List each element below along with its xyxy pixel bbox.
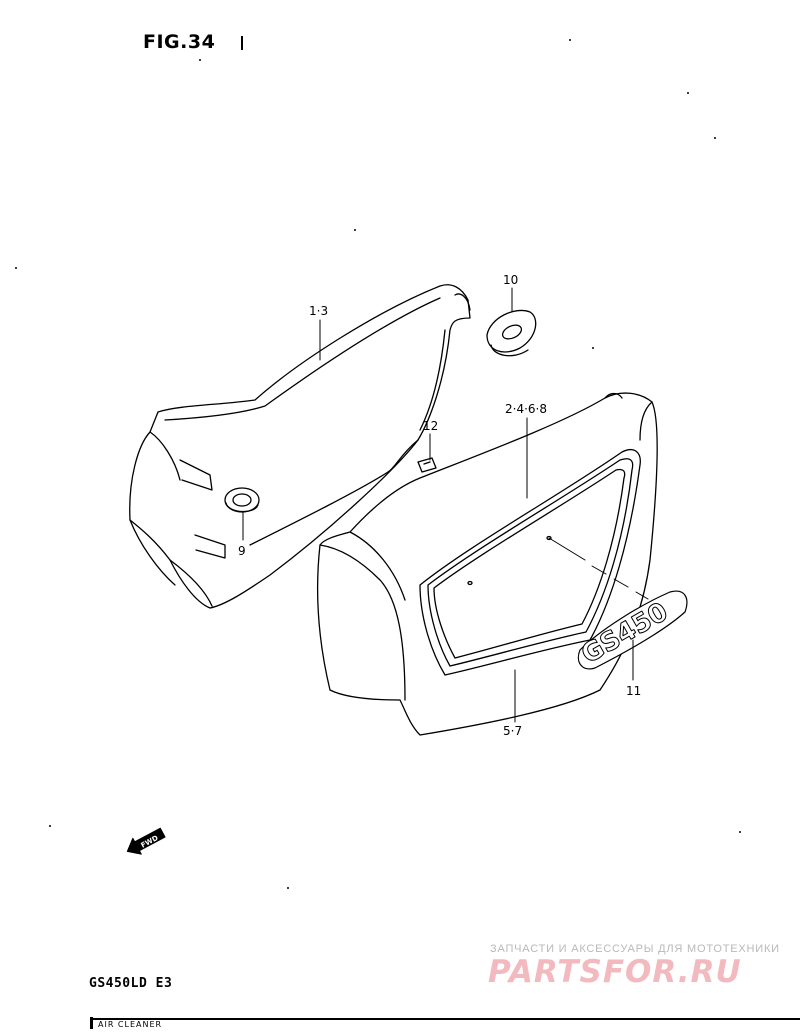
callout-12: 12 [423,419,438,433]
watermark-tagline: ЗАПЧАСТИ И АКСЕССУАРЫ ДЛЯ МОТОТЕХНИКИ [490,943,780,955]
leader-lines [242,287,649,723]
figure-title: FIG.34 [143,31,216,53]
strip-text: AIR CLEANER [98,1020,163,1029]
callout-10: 10 [503,273,518,287]
grommet-9[interactable] [224,487,260,513]
callout-11: 11 [626,684,641,698]
callout-2-4-6-8: 2·4·6·8 [505,402,547,416]
strip-tick [90,1017,93,1029]
callout-5-7: 5·7 [503,724,522,738]
clip-12[interactable] [417,457,437,473]
grommet-10[interactable] [486,309,537,357]
next-figure-strip: AIR CLEANER [0,1017,800,1036]
fwd-label: FWD [140,834,160,850]
callout-1-3: 1·3 [309,304,328,318]
left-frame-cover[interactable] [129,284,471,609]
fwd-arrow-icon: FWD [126,827,166,855]
watermark-logo: PARTSFOR.RU [488,954,742,990]
strip-line [90,1018,800,1020]
title-divider [241,36,243,50]
scan-specks [15,39,741,889]
callout-9: 9 [238,544,246,558]
right-frame-cover[interactable] [317,392,658,736]
model-label: GS450LD E3 [89,976,173,991]
